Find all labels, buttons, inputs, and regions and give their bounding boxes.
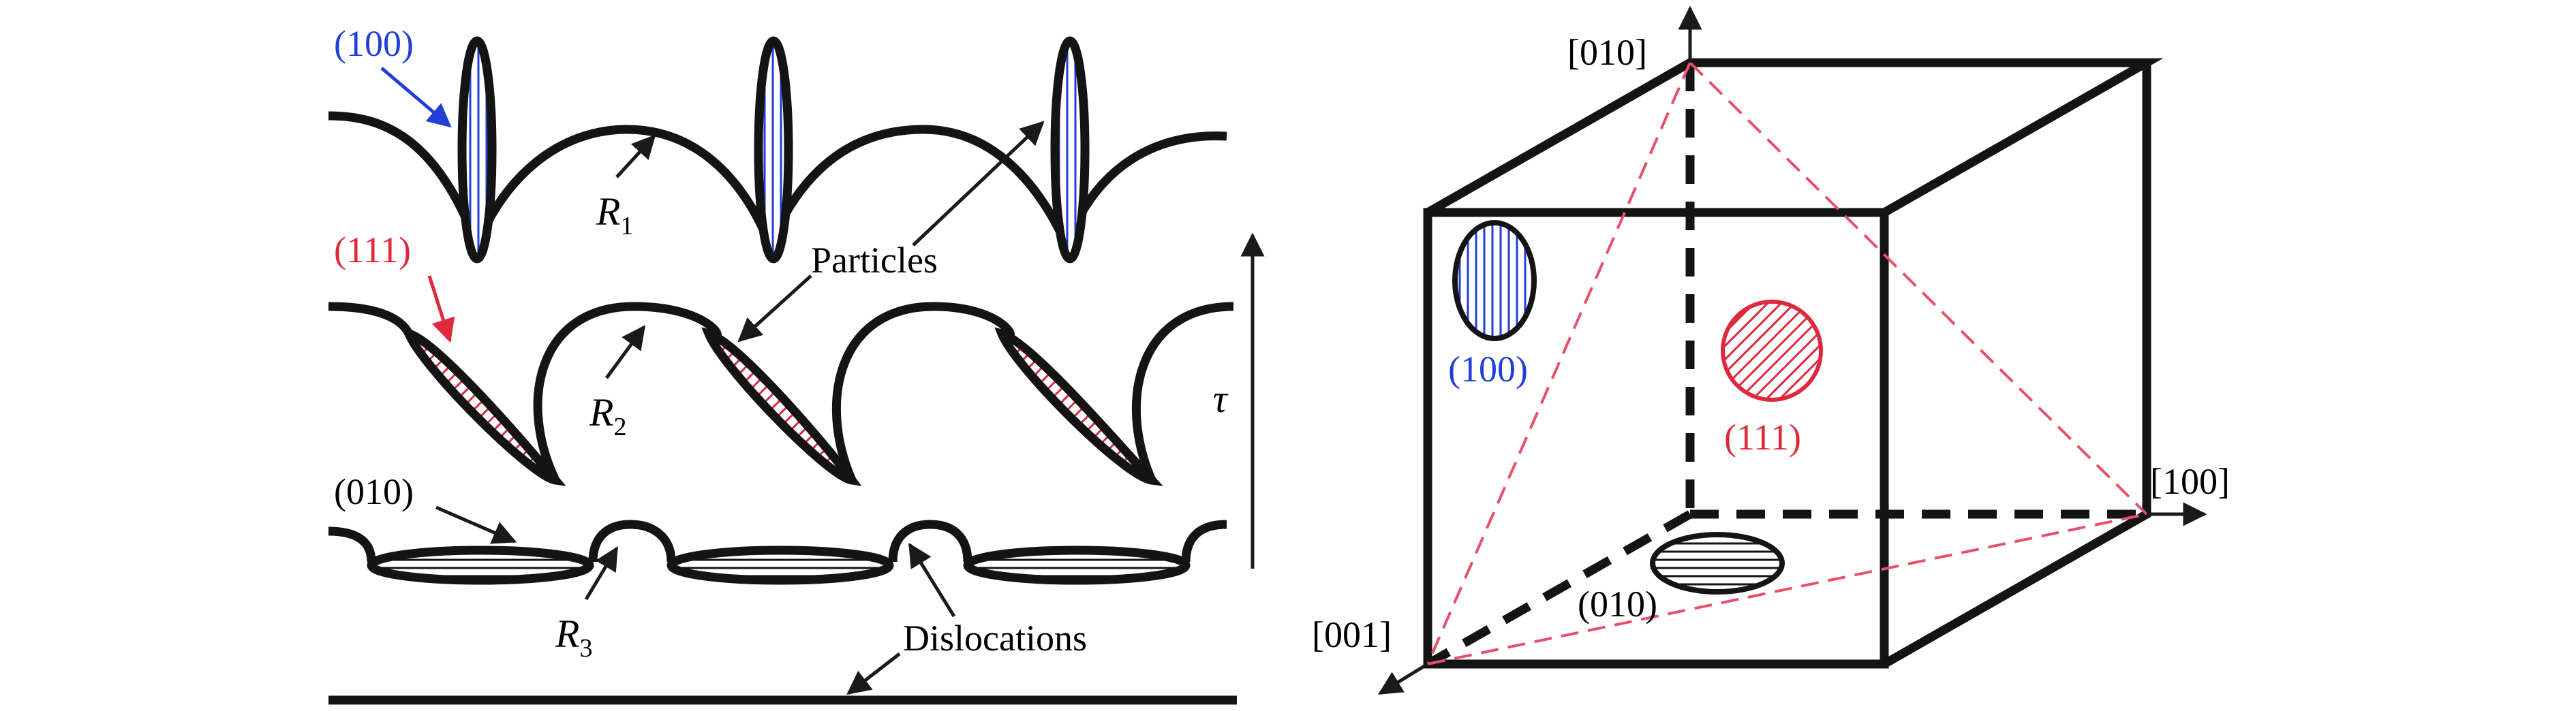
plane-010-label: (010) <box>1578 584 1657 625</box>
cube-top-face <box>1425 58 2164 217</box>
arrow-r1 <box>615 134 656 178</box>
arrow-dislocations-2 <box>846 652 901 695</box>
arrow-label-010 <box>435 505 517 544</box>
cube-hidden-edges <box>1425 63 2147 668</box>
label-100-left: (100) <box>334 23 414 64</box>
axis-001-label: [001] <box>1312 614 1392 655</box>
particle-100-1 <box>457 36 497 264</box>
row-111: (111) R2 Particles <box>328 121 1234 486</box>
label-dislocations: Dislocations <box>903 618 1087 659</box>
plane-111-label: (111) <box>1724 417 1801 458</box>
triangle-edge-3 <box>1427 513 2147 665</box>
dislocation-line-row-2 <box>328 302 1234 482</box>
axis-010-label: [010] <box>1567 32 1647 73</box>
plane-111-marker <box>1721 300 1823 402</box>
plane-100-marker <box>1452 220 1537 341</box>
label-particles: Particles <box>811 240 938 281</box>
hidden-edge-diagonal <box>1425 510 1693 668</box>
right-panel: [010] [100] [001] (100) (111) (010) <box>1312 5 2230 695</box>
particle-111-1 <box>401 327 566 486</box>
particle-111-2 <box>701 327 862 486</box>
label-111-left: (111) <box>334 230 411 270</box>
arrow-dislocations-1 <box>908 543 956 618</box>
triangle-edge-2 <box>1689 61 2148 516</box>
arrow-label-100 <box>380 67 452 128</box>
triangle-edge-1 <box>1426 62 1691 665</box>
plane-100-label: (100) <box>1448 349 1528 390</box>
axis-100-label: [100] <box>2150 461 2230 502</box>
plane-111-triangle <box>1426 61 2148 665</box>
left-panel: (100) R1 (111) R2 Particles (010) <box>328 23 1265 705</box>
particle-100-3 <box>1050 36 1090 264</box>
arrow-particles-1 <box>737 274 812 343</box>
row-010: (010) R3 Dislocations <box>328 471 1227 695</box>
plane-010-marker <box>1650 532 1785 595</box>
radius-r1: R1 <box>596 189 633 240</box>
particle-010-1 <box>367 546 594 585</box>
label-010-left: (010) <box>334 471 414 512</box>
cube-right-edge <box>1882 63 2151 668</box>
arrow-label-111 <box>427 275 455 343</box>
radius-r3: R3 <box>555 612 592 663</box>
tau-label: τ <box>1213 377 1229 421</box>
axis-001-arrow <box>1378 662 1429 695</box>
arrow-r3 <box>584 546 619 601</box>
dislocation-line-row-3 <box>328 520 1227 563</box>
row-100: (100) R1 <box>328 23 1227 264</box>
particle-100-2 <box>754 36 793 264</box>
radius-r2: R2 <box>589 390 626 441</box>
particle-010-3 <box>963 546 1191 585</box>
arrow-r2 <box>604 325 646 379</box>
arrow-particles-2 <box>912 121 1045 247</box>
particle-010-2 <box>666 546 894 585</box>
particle-111-3 <box>994 327 1163 486</box>
